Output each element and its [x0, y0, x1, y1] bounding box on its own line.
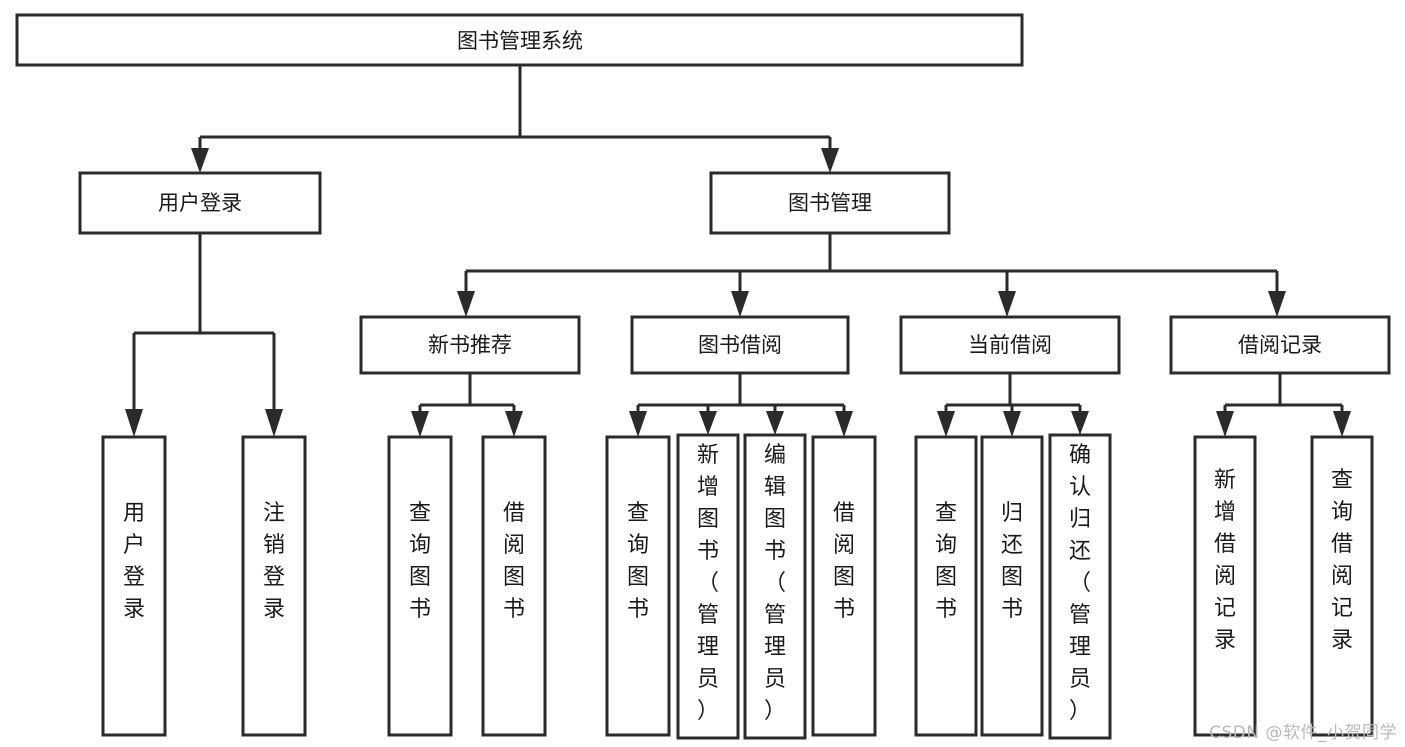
arrowhead-leaf-borrow-book-2 — [835, 411, 853, 437]
arrowhead-leaf-query-book-2 — [629, 411, 647, 437]
leaf-return-book-box[interactable] — [980, 435, 1044, 737]
node-user-login[interactable]: 用户登录 — [78, 171, 322, 235]
leaf-node-borrow-book-1[interactable]: 借阅图书 — [481, 435, 547, 737]
arrowhead-leaf-return-book — [1003, 411, 1021, 437]
arrowhead-leaf-confirm-return — [1071, 411, 1089, 435]
leaf-user-login-box[interactable] — [101, 435, 167, 737]
leaf-query-book-1-label: 查询图书 — [409, 501, 431, 622]
leaf-borrow-book-2-box[interactable] — [811, 435, 877, 737]
arrowhead-leaf-user-login — [125, 409, 143, 437]
node-root[interactable]: 图书管理系统 — [15, 13, 1024, 67]
leaf-node-query-record[interactable]: 查询借阅记录 — [1310, 435, 1374, 737]
leaf-return-book-label: 归还图书 — [1001, 501, 1023, 622]
borrow-record-box[interactable] — [1169, 315, 1391, 375]
leaf-edit-book-label: 编辑图书（管理员） — [764, 443, 786, 724]
leaf-node-query-book-2[interactable]: 查询图书 — [605, 435, 671, 737]
current-borrow-label: 当前借阅 — [968, 333, 1052, 357]
arrowhead-leaf-add-record — [1216, 411, 1234, 437]
root-label: 图书管理系统 — [457, 29, 583, 53]
new-book-recommend-label: 新书推荐 — [428, 333, 512, 357]
user-login-box[interactable] — [78, 171, 322, 235]
arrowhead-borrow-record — [1268, 291, 1286, 317]
leaf-query-book-3-box[interactable] — [914, 435, 978, 737]
leaf-node-add-record[interactable]: 新增借阅记录 — [1193, 435, 1257, 737]
book-borrow-box[interactable] — [630, 315, 850, 375]
leaf-confirm-return-label: 确认归还（管理员） — [1069, 443, 1091, 724]
arrowhead-current-borrow — [998, 291, 1016, 317]
arrowhead-leaf-edit-book — [766, 411, 784, 435]
leaf-borrow-book-1-label: 借阅图书 — [503, 501, 525, 622]
leaf-node-borrow-book-2[interactable]: 借阅图书 — [811, 435, 877, 737]
arrowhead-leaf-add-book — [699, 411, 717, 435]
arrowhead-new-book-recommend — [457, 291, 475, 317]
leaf-query-book-3-label: 查询图书 — [935, 501, 957, 622]
leaf-edit-book-box[interactable] — [743, 433, 807, 740]
leaf-confirm-return-box[interactable] — [1048, 433, 1112, 740]
leaf-node-user-login[interactable]: 用户登录 — [101, 435, 167, 737]
leaf-query-record-label: 查询借阅记录 — [1331, 468, 1353, 653]
new-book-recommend-box[interactable] — [359, 315, 581, 375]
borrow-record-label: 借阅记录 — [1238, 333, 1322, 357]
root-box[interactable] — [15, 13, 1024, 67]
leaf-add-record-box[interactable] — [1193, 435, 1257, 737]
book-borrow-label: 图书借阅 — [698, 333, 782, 357]
user-login-label: 用户登录 — [158, 191, 242, 215]
node-book-manage[interactable]: 图书管理 — [709, 171, 951, 235]
leaf-node-logout[interactable]: 注销登录 — [241, 435, 307, 737]
leaf-nodes: 用户登录 注销登录 查询图书 借阅图书 查询图书 新增图书（管理员） 编辑图书（… — [101, 433, 1374, 740]
leaf-add-record-label: 新增借阅记录 — [1214, 468, 1236, 653]
leaf-query-book-2-label: 查询图书 — [627, 501, 649, 622]
leaf-node-return-book[interactable]: 归还图书 — [980, 435, 1044, 737]
arrowhead-leaf-borrow-book-1 — [505, 411, 523, 437]
leaf-borrow-book-1-box[interactable] — [481, 435, 547, 737]
connectors — [125, 65, 1351, 437]
node-current-borrow[interactable]: 当前借阅 — [899, 315, 1121, 375]
leaf-query-book-1-box[interactable] — [387, 435, 453, 737]
leaf-node-query-book-1[interactable]: 查询图书 — [387, 435, 453, 737]
leaf-query-book-2-box[interactable] — [605, 435, 671, 737]
csdn-watermark: CSDN @软件_小贺同学 — [1209, 723, 1397, 743]
leaf-logout-box[interactable] — [241, 435, 307, 737]
arrowhead-user-login — [191, 148, 209, 173]
book-manage-box[interactable] — [709, 171, 951, 235]
leaf-add-book-label: 新增图书（管理员） — [697, 443, 719, 724]
arrowhead-book-borrow — [731, 291, 749, 317]
node-borrow-record[interactable]: 借阅记录 — [1169, 315, 1391, 375]
arrowhead-leaf-logout — [265, 409, 283, 437]
leaf-node-query-book-3[interactable]: 查询图书 — [914, 435, 978, 737]
leaf-borrow-book-2-label: 借阅图书 — [833, 501, 855, 622]
leaf-user-login-label: 用户登录 — [123, 501, 145, 622]
current-borrow-box[interactable] — [899, 315, 1121, 375]
leaf-node-add-book[interactable]: 新增图书（管理员） — [676, 433, 740, 740]
arrowhead-leaf-query-book-3 — [937, 411, 955, 437]
leaf-add-book-box[interactable] — [676, 433, 740, 740]
arrowhead-book-manage — [821, 148, 839, 173]
leaf-node-edit-book[interactable]: 编辑图书（管理员） — [743, 433, 807, 740]
node-book-borrow[interactable]: 图书借阅 — [630, 315, 850, 375]
arrowhead-leaf-query-book-1 — [411, 411, 429, 437]
book-manage-label: 图书管理 — [788, 191, 872, 215]
leaf-query-record-box[interactable] — [1310, 435, 1374, 737]
node-new-book-recommend[interactable]: 新书推荐 — [359, 315, 581, 375]
leaf-node-confirm-return[interactable]: 确认归还（管理员） — [1048, 433, 1112, 740]
arrowhead-leaf-query-record — [1333, 411, 1351, 437]
leaf-logout-label: 注销登录 — [263, 501, 285, 622]
